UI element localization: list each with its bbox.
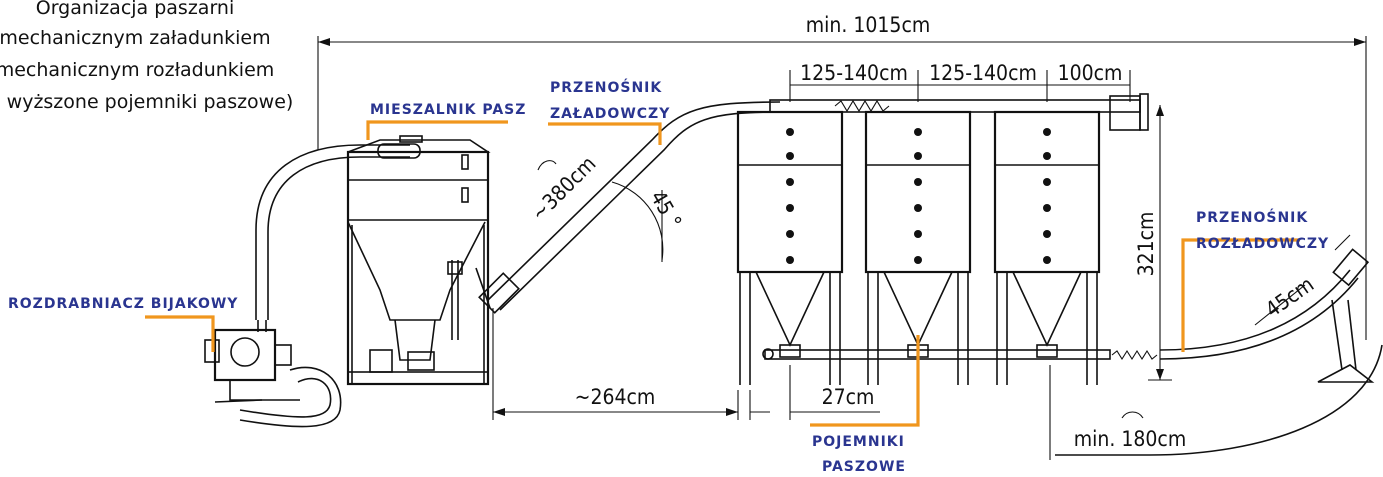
- min-radius-dimension: min. 180cm: [1049, 365, 1186, 460]
- title-line-3: mechanicznym rozładunkiem: [0, 59, 274, 81]
- dim-end-length: 100cm: [1058, 61, 1123, 85]
- label-bins-1: POJEMNIKI: [812, 434, 905, 450]
- dim-horizontal-gap: ~264cm: [575, 385, 656, 409]
- label-hammer-mill: ROZDRABNIACZ BIJAKOWY: [8, 296, 238, 312]
- dim-bin-gap: 27cm: [822, 385, 875, 409]
- title-line-2: mechanicznym załadunkiem: [0, 27, 271, 49]
- title-block: Organizacja paszarni mechanicznym załadu…: [0, 0, 293, 113]
- dim-min-radius: min. 180cm: [1074, 427, 1186, 451]
- feed-mixer: [346, 135, 491, 386]
- dim-height: 321cm: [1134, 212, 1158, 277]
- dim-total-length: min. 1015cm: [806, 13, 931, 37]
- dim-conveyor-length: ~380cm: [527, 152, 601, 226]
- bottom-conveyor: [762, 248, 1383, 456]
- dim-spacing-1: 125-140cm: [800, 61, 908, 85]
- title-line-4: wyższone pojemniki paszowe): [7, 91, 294, 113]
- dim-unload-length: 45cm: [1261, 272, 1318, 322]
- loading-conveyor: ~380cm 45 °: [475, 101, 781, 420]
- label-bins-2: PASZOWE: [822, 459, 906, 475]
- feed-bin-1: [736, 110, 844, 385]
- hammer-mill: [204, 143, 421, 428]
- label-loading-conveyor-1: PRZENOŚNIK: [550, 78, 662, 96]
- top-spacing-dimensions: 125-140cm 125-140cm 100cm: [789, 61, 1131, 102]
- overall-dimension: min. 1015cm: [317, 13, 1367, 340]
- dim-spacing-2: 125-140cm: [929, 61, 1037, 85]
- height-dimension: 321cm: [1134, 105, 1172, 381]
- label-loading-conveyor-2: ZAŁADOWCZY: [550, 106, 670, 122]
- label-leaders: [145, 120, 1300, 427]
- dim-angle: 45 °: [646, 187, 687, 233]
- bottom-dimensions: ~264cm 27cm: [493, 365, 880, 420]
- label-mixer: MIESZALNIK PASZ: [370, 102, 526, 118]
- level-indicators: [786, 128, 1051, 264]
- label-unloading-conveyor-2: ROZŁADOWCZY: [1196, 236, 1329, 252]
- label-unloading-conveyor-1: PRZENOŚNIK: [1196, 208, 1308, 226]
- feed-bin-3: [993, 110, 1101, 385]
- title-line-1: Organizacja paszarni: [36, 0, 235, 19]
